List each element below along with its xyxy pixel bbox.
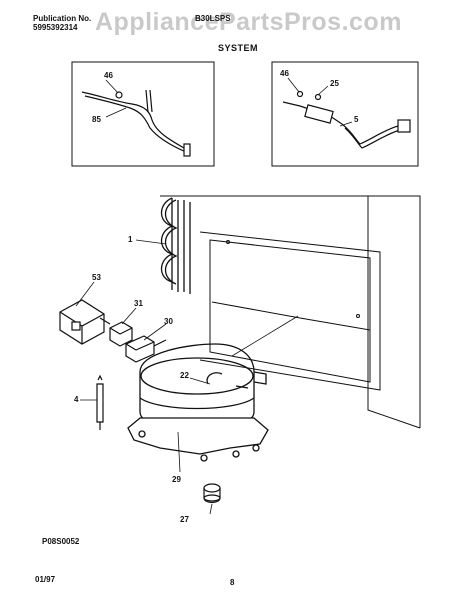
label-part-31: 31 xyxy=(134,299,143,308)
thermostat-harness-right xyxy=(282,90,411,149)
publication-number: 5995392314 xyxy=(33,23,78,32)
label-part-27: 27 xyxy=(180,515,189,524)
cabinet-outline xyxy=(160,195,421,429)
label-part-29: 29 xyxy=(172,475,181,484)
figure-code: P08S0052 xyxy=(42,537,80,546)
terminal-cover xyxy=(125,335,167,363)
label-part-85: 85 xyxy=(92,115,101,124)
relay-overload xyxy=(59,299,111,345)
label-part-22: 22 xyxy=(180,371,189,380)
grommet xyxy=(203,483,221,504)
label-part-25: 25 xyxy=(330,79,339,88)
label-part-53: 53 xyxy=(92,273,101,282)
condenser-coil xyxy=(160,197,191,294)
inset-box-right xyxy=(271,61,419,167)
filter-drier xyxy=(96,374,104,430)
date-code: 01/97 xyxy=(35,575,56,584)
wire-harness-left xyxy=(81,89,191,157)
label-part-1: 1 xyxy=(128,235,133,244)
overload-protector xyxy=(109,321,133,347)
page-number: 8 xyxy=(230,578,235,587)
label-part-5: 5 xyxy=(354,115,359,124)
watermark-text: AppliancePartsPros.com xyxy=(95,8,402,36)
publication-label: Publication No. xyxy=(33,14,92,23)
label-part-46-left: 46 xyxy=(104,71,113,80)
leader-lines xyxy=(75,239,299,515)
label-part-30: 30 xyxy=(164,317,173,326)
model-number: B30LSPS xyxy=(195,14,231,23)
inset-box-left xyxy=(71,61,215,167)
label-part-4: 4 xyxy=(74,395,79,404)
section-title: SYSTEM xyxy=(218,43,259,53)
label-part-46-right: 46 xyxy=(280,69,289,78)
compressor xyxy=(127,343,269,462)
